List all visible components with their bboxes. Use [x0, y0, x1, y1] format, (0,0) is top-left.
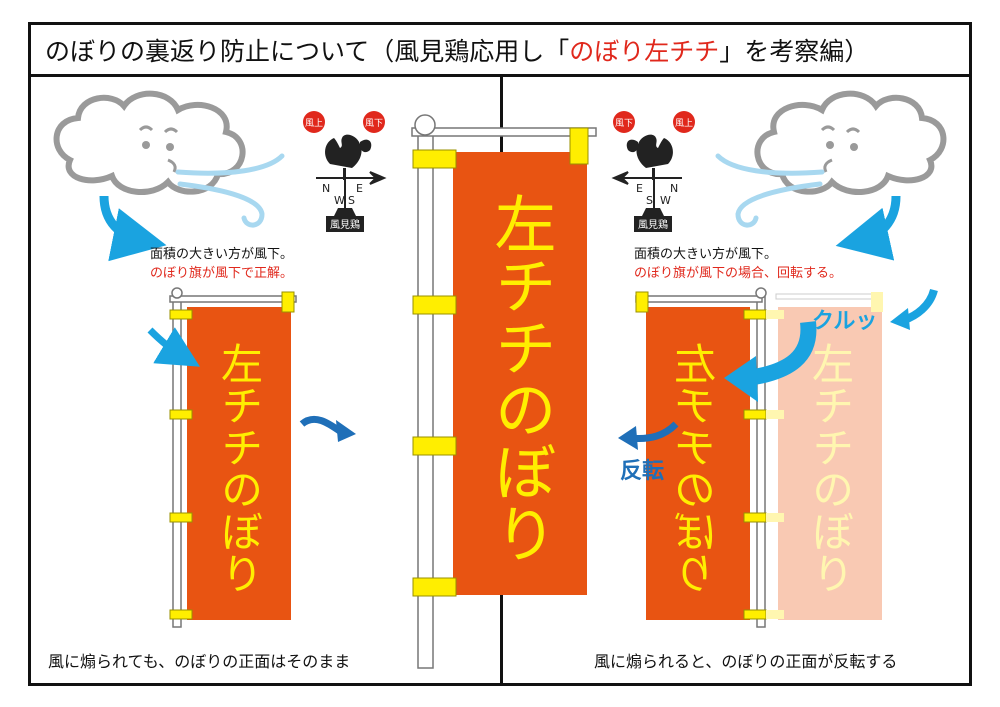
right-note-line1: 面積の大きい方が風下。	[634, 247, 778, 262]
rooster-icon	[325, 134, 372, 180]
label-kurutsu: クルッ	[812, 309, 877, 334]
right-note-line2: のぼり旗が風下の場合、回転する。	[634, 266, 843, 281]
rotate-arrow	[746, 321, 817, 386]
flag-left-correct: 左チチのぼり	[169, 287, 297, 628]
wind-gust-right	[715, 153, 825, 228]
badge-leeward-left	[363, 111, 385, 133]
left-note-line1: 面積の大きい方が風下。	[150, 247, 294, 262]
badge-windward-left	[303, 111, 325, 133]
badge-text: 風上	[305, 118, 323, 129]
top-bar	[635, 295, 763, 303]
wind-cloud-left	[53, 90, 246, 196]
label-hanten: 反転	[620, 458, 664, 484]
badge-text: 風下	[365, 118, 383, 129]
banner	[187, 307, 291, 620]
banner	[453, 152, 587, 595]
title-text: のぼりの裏返り防止について（風見鶏応用し「	[45, 36, 570, 66]
arrowhead	[336, 420, 356, 442]
banner-text-mirrored: 左チチのぼり	[674, 342, 723, 594]
compass-w: W	[660, 194, 671, 207]
compass-w: W	[334, 194, 345, 207]
wind-arrow-down-right	[835, 195, 901, 261]
wind-arrow-down-left	[99, 195, 167, 262]
title-bar: のぼりの裏返り防止について（風見鶏応用し「のぼり左チチ」を考察編）	[31, 25, 969, 77]
wind-cloud-right	[754, 90, 947, 196]
right-note: 面積の大きい方が風下。 のぼり旗が風下の場合、回転する。	[634, 245, 842, 283]
left-note-line2: のぼり旗が風下で正解。	[150, 266, 294, 281]
badge-windward-right	[673, 111, 695, 133]
wind-pointer-right	[611, 171, 682, 185]
badge-text: 風下	[615, 118, 633, 129]
flag-right-flipped: 左チチのぼり	[635, 287, 767, 628]
wind-arrow-in-left	[147, 327, 201, 367]
badge-leeward-right	[613, 111, 635, 133]
top-bar	[169, 295, 297, 303]
pole	[172, 291, 182, 628]
arrowhead	[890, 308, 910, 330]
badge-text: 風上	[675, 118, 693, 129]
wind-pointer-left	[316, 171, 387, 185]
banner-text-center: 左チチのぼり	[484, 192, 557, 564]
compass-e: E	[636, 182, 643, 195]
arrowhead	[724, 356, 758, 402]
pole	[756, 291, 766, 628]
weathervane-right: 風下 風上 E N S W 風見鶏	[611, 111, 695, 232]
compass-s: S	[646, 194, 653, 207]
compass-n: N	[670, 182, 678, 195]
wind-gust-left	[175, 153, 285, 228]
compass-e: E	[356, 182, 363, 195]
caption-left: 風に煽られても、のぼりの正面はそのまま	[48, 652, 351, 671]
banner-text-ghost: 左チチのぼり	[806, 342, 855, 594]
banner	[646, 307, 750, 620]
banner-text-left: 左チチのぼり	[215, 342, 264, 594]
flag-right-ghost: 左チチのぼり	[766, 292, 883, 620]
weathervane-label: 風見鶏	[330, 218, 360, 231]
compass-n: N	[322, 182, 330, 195]
title-highlight: のぼり左チチ	[569, 36, 720, 66]
left-note: 面積の大きい方が風下。 のぼり旗が風下で正解。	[150, 245, 293, 283]
title-text-end: 」を考察編）	[719, 36, 870, 66]
flag-center: 左チチのぼり	[411, 114, 597, 669]
compass-s: S	[348, 194, 355, 207]
arrowhead	[618, 426, 638, 450]
rooster-icon	[626, 134, 673, 180]
weathervane-label: 風見鶏	[638, 218, 668, 231]
weathervane-left: 風上 風下 N E W S 風見鶏	[303, 111, 387, 232]
caption-right: 風に煽られると、のぼりの正面が反転する	[594, 652, 898, 671]
top-bar	[411, 127, 597, 137]
